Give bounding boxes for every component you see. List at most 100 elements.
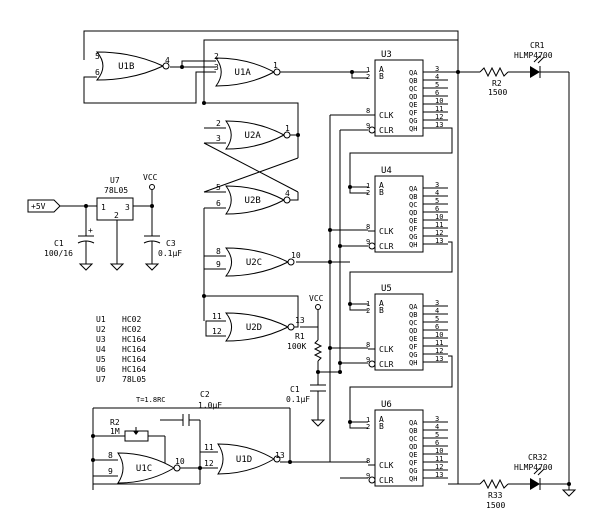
r2-osc-value: 1M xyxy=(110,427,120,436)
register-output-name: QD xyxy=(409,443,417,451)
register-input-name: A xyxy=(379,181,384,190)
pin-number: 10 xyxy=(175,457,185,466)
junction-dots xyxy=(84,65,571,486)
parts-part: HC164 xyxy=(122,355,146,364)
pin-number: 1 xyxy=(366,416,370,424)
register-output-name: QF xyxy=(409,343,417,351)
gate-label: U1A xyxy=(235,68,252,78)
pin-number: 5 xyxy=(216,183,221,192)
register-output-name: QA xyxy=(409,303,418,311)
parts-ref: U5 xyxy=(96,355,106,364)
svg-text:+: + xyxy=(88,226,93,235)
register-label: U3 xyxy=(381,50,392,60)
pin-number: 11 xyxy=(435,105,443,113)
pin-number: 4 xyxy=(165,56,170,65)
register-output-name: QB xyxy=(409,311,417,319)
c2-value: 1.0µF xyxy=(198,401,222,410)
register-clk: CLK xyxy=(379,227,394,236)
register-output-name: QG xyxy=(409,117,417,125)
parts-ref: U3 xyxy=(96,335,106,344)
cr32-name: CR32 xyxy=(528,453,547,462)
pin-number: 5 xyxy=(95,52,100,61)
r1-value: 100K xyxy=(287,342,306,351)
pin-number: 1 xyxy=(366,182,370,190)
u7-part: 78L05 xyxy=(104,186,128,195)
register-output-name: QD xyxy=(409,327,417,335)
register-input-name: B xyxy=(379,306,384,315)
pin-number: 6 xyxy=(435,323,439,331)
parts-ref: U7 xyxy=(96,375,106,384)
parts-ref: U2 xyxy=(96,325,106,334)
cap-c1-power: + C1 100/16 xyxy=(44,226,95,264)
c3-value: 0.1µF xyxy=(158,249,182,258)
pin-number: 1 xyxy=(366,300,370,308)
register-output-name: QE xyxy=(409,101,417,109)
cr1-name: CR1 xyxy=(530,41,545,50)
pin-number: 3 xyxy=(435,65,439,73)
pin-number: 2 xyxy=(214,52,219,61)
pin-number: 6 xyxy=(435,439,439,447)
register-output-name: QE xyxy=(409,217,417,225)
pin-number: 5 xyxy=(435,81,439,89)
u7-ref: U7 xyxy=(110,176,120,185)
pin-number: 11 xyxy=(435,221,443,229)
pin-number: 9 xyxy=(216,260,221,269)
pin-number: 2 xyxy=(366,73,370,81)
c1-power-value: 100/16 xyxy=(44,249,73,258)
register-clk: CLK xyxy=(379,461,394,470)
pin-number: 8 xyxy=(366,341,370,349)
pin-number: 8 xyxy=(366,457,370,465)
register-output-name: QF xyxy=(409,109,417,117)
register-clr: CLR xyxy=(379,242,394,251)
register-output-name: QA xyxy=(409,69,418,77)
register-output-name: QC xyxy=(409,201,417,209)
r33-name: R33 xyxy=(488,491,503,500)
pin-number: 11 xyxy=(204,443,214,452)
cr1-part: HLMP4700 xyxy=(514,51,553,60)
vcc-label-top: VCC xyxy=(143,173,158,182)
register-clr: CLR xyxy=(379,360,394,369)
u7-pin-out: 3 xyxy=(125,203,130,212)
parts-ref: U4 xyxy=(96,345,106,354)
pin-number: 9 xyxy=(366,472,370,480)
pin-number: 9 xyxy=(366,122,370,130)
pin-number: 13 xyxy=(435,237,443,245)
gate-label: U1D xyxy=(236,455,252,465)
pin-number: 11 xyxy=(435,455,443,463)
gate-label: U2D xyxy=(246,323,262,333)
register-output-name: QA xyxy=(409,185,418,193)
pin-number: 5 xyxy=(435,315,439,323)
register-output-name: QH xyxy=(409,241,417,249)
register-output-name: QB xyxy=(409,193,417,201)
r2-out-value: 1500 xyxy=(488,88,507,97)
register-input-name: B xyxy=(379,422,384,431)
register-output-name: QC xyxy=(409,85,417,93)
pin-number: 12 xyxy=(435,113,443,121)
pin-number: 8 xyxy=(216,247,221,256)
register-output-name: QA xyxy=(409,419,418,427)
gate-label: U1C xyxy=(136,464,152,474)
pin-number: 4 xyxy=(285,189,290,198)
register-input-name: B xyxy=(379,188,384,197)
register-input-name: A xyxy=(379,415,384,424)
supply-connector: +5V xyxy=(27,199,61,213)
pin-number: 11 xyxy=(435,339,443,347)
pin-number: 6 xyxy=(95,68,100,77)
pin-number: 3 xyxy=(435,299,439,307)
pin-number: 13 xyxy=(295,316,305,325)
pin-number: 5 xyxy=(435,431,439,439)
register-output-name: QE xyxy=(409,335,417,343)
pin-number: 12 xyxy=(435,229,443,237)
pin-number: 8 xyxy=(366,223,370,231)
led-section: CR1 HLMP4700 R2 1500 CR32 HLMP4700 R33 1… xyxy=(486,41,553,510)
r33-value: 1500 xyxy=(486,501,505,510)
gate-label: U2B xyxy=(245,196,261,206)
